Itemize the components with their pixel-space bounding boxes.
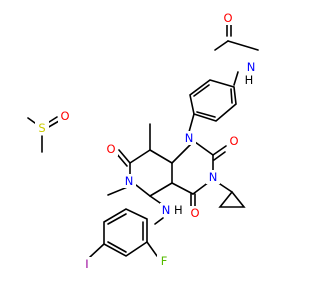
label-backgrounds <box>35 11 258 271</box>
nitrogen-atom-label: N <box>185 131 194 145</box>
nitrogen-atom-label: N <box>125 174 134 188</box>
bond <box>89 243 105 258</box>
bond <box>212 145 227 156</box>
bond <box>171 143 192 164</box>
cyclopropyl-group <box>216 181 246 208</box>
iodine-atom-label: I <box>85 257 88 271</box>
nitrogen-atom-label: N <box>247 60 256 74</box>
phenyl-ring <box>188 79 237 133</box>
atom-labels: S O O N H N O N O N O N H F I <box>38 11 255 271</box>
oxygen-atom-label: O <box>229 134 238 148</box>
bond <box>149 182 173 197</box>
hydrogen-atom-label: H <box>245 73 254 87</box>
nitrogen-atom-label: N <box>209 170 218 184</box>
acetamide-group <box>214 23 259 86</box>
molecule-structure-diagram: S O O N H N O N O N O N H F I <box>27 11 259 271</box>
pyrimidine-ring <box>171 141 227 211</box>
bond <box>188 113 195 133</box>
nitrogen-atom-label: N <box>162 203 171 217</box>
ring <box>218 190 246 208</box>
sulfur-atom-label: S <box>38 121 45 135</box>
bond <box>193 84 210 97</box>
bond <box>154 217 164 225</box>
bond <box>194 141 214 156</box>
bond <box>146 241 158 257</box>
fluorine-atom-label: F <box>161 254 168 268</box>
bond <box>107 213 127 225</box>
bond <box>196 111 216 118</box>
hydrogen-atom-label: H <box>174 203 183 217</box>
bond <box>107 241 127 253</box>
oxygen-atom-label: O <box>106 142 115 156</box>
fluoro-iodophenyl-ring <box>89 208 158 258</box>
bond <box>213 151 226 161</box>
pyridone-ring <box>107 123 173 197</box>
bond <box>149 149 173 164</box>
bond <box>171 182 194 195</box>
bond <box>129 149 151 164</box>
ring <box>103 208 148 257</box>
bond <box>227 40 259 51</box>
oxygen-atom-label: O <box>190 206 199 220</box>
oxygen-atom-label: O <box>223 11 232 25</box>
bond <box>135 184 151 197</box>
ring <box>189 79 237 122</box>
oxygen-atom-label: O <box>60 109 69 123</box>
bond <box>233 71 239 86</box>
bond <box>118 149 131 164</box>
bond <box>214 40 229 51</box>
bond <box>230 88 233 104</box>
